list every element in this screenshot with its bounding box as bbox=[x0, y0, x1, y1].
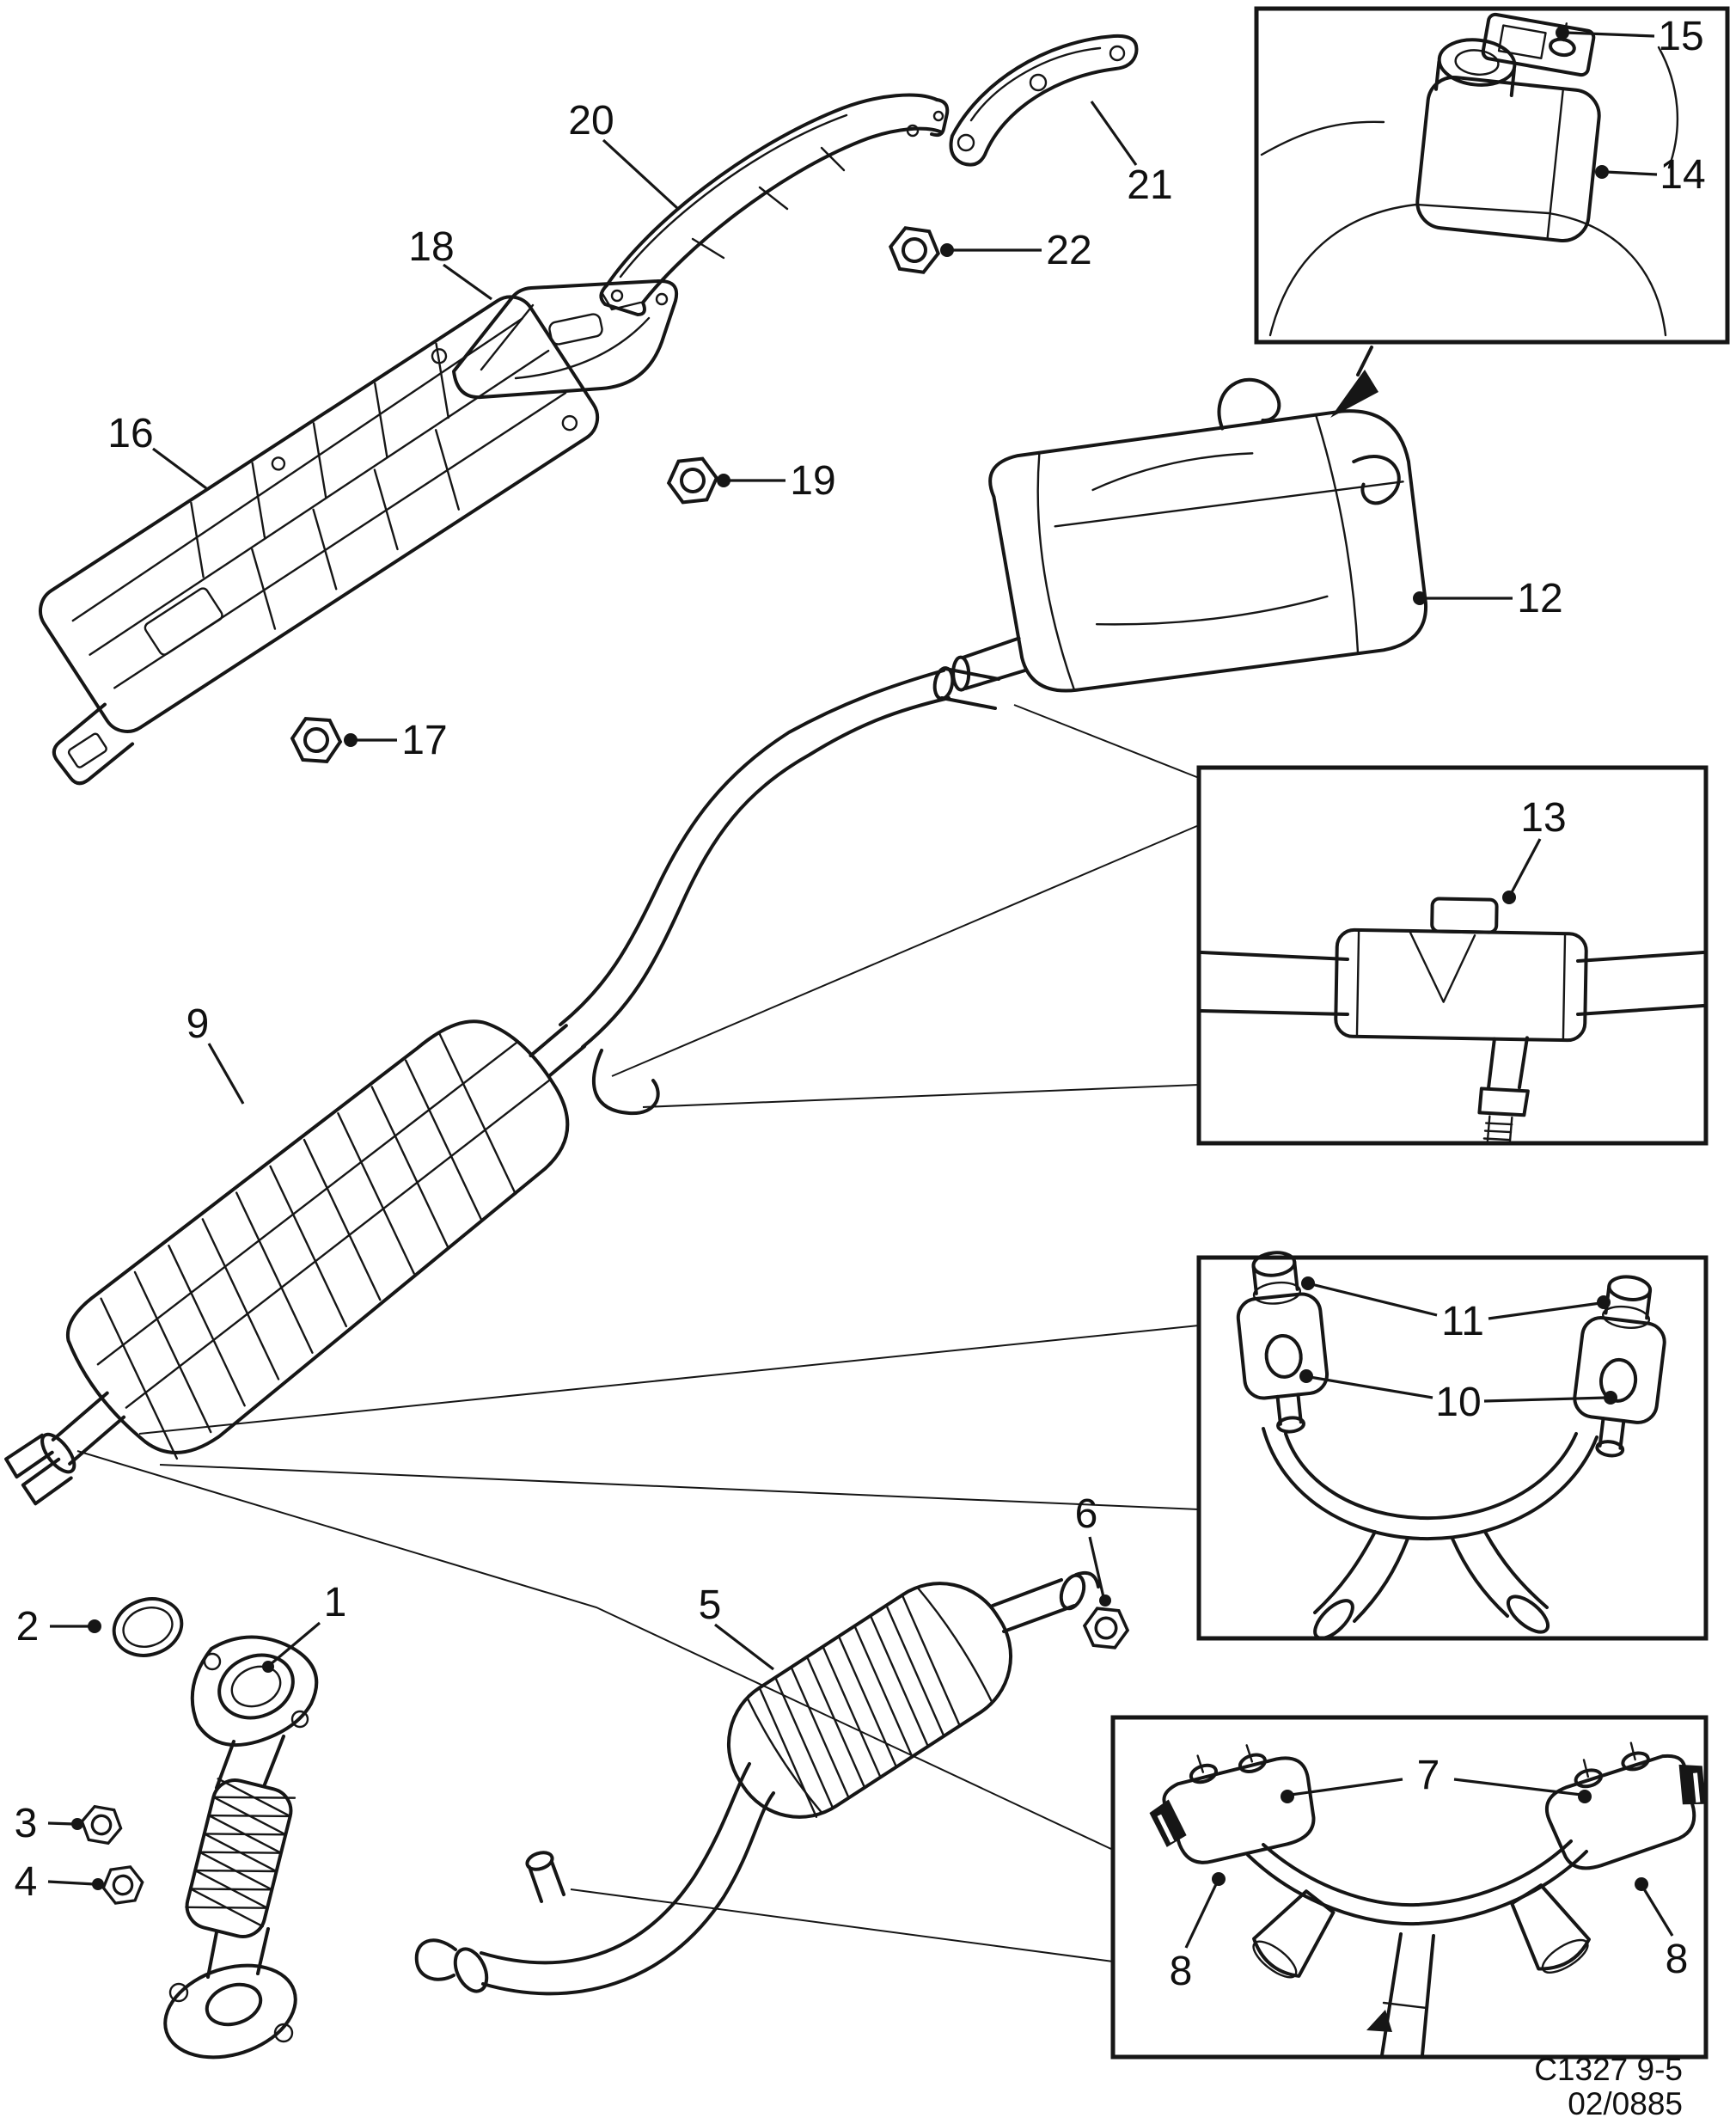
part-13-clamp bbox=[1334, 897, 1588, 1145]
callout-13-label: 13 bbox=[1520, 795, 1566, 841]
part-3-nut bbox=[77, 1803, 125, 1847]
pipe-hanger-hook bbox=[592, 1049, 660, 1116]
callout-labels: 20 21 22 18 16 19 17 15 14 12 13 9 11 10… bbox=[15, 14, 1706, 1994]
callout-8-right-label: 8 bbox=[1666, 1937, 1689, 1982]
callout-1-label: 1 bbox=[324, 1580, 347, 1625]
inset-arrow bbox=[1330, 346, 1378, 418]
part-5-catalytic-converter bbox=[414, 1570, 1100, 1996]
part-6-nut bbox=[1080, 1606, 1132, 1650]
pipe-end-hook bbox=[414, 1938, 457, 1981]
part-1-front-pipe bbox=[163, 1635, 319, 2060]
inset-hangers-detail bbox=[1196, 1246, 1708, 1641]
drawing-code: C1327 9-5 bbox=[1534, 2052, 1683, 2087]
callout-8-left-label: 8 bbox=[1170, 1949, 1193, 1994]
part-14-rubber-hanger bbox=[1415, 38, 1601, 242]
exhaust-tip-right bbox=[1510, 1883, 1591, 1974]
callout-16-label: 16 bbox=[107, 411, 153, 456]
callout-17-label: 17 bbox=[401, 718, 447, 763]
callout-9-label: 9 bbox=[186, 1001, 210, 1047]
callout-10-label: 10 bbox=[1435, 1380, 1481, 1425]
callout-2-label: 2 bbox=[16, 1604, 40, 1650]
flex-braid-section bbox=[185, 1778, 296, 1938]
callout-20-label: 20 bbox=[568, 98, 614, 144]
callout-21-label: 21 bbox=[1127, 162, 1172, 208]
callout-3-label: 3 bbox=[15, 1801, 38, 1846]
part-20-heat-shield bbox=[599, 93, 950, 316]
callout-15-label: 15 bbox=[1658, 14, 1703, 59]
callout-22-label: 22 bbox=[1046, 228, 1091, 273]
callout-5-label: 5 bbox=[699, 1582, 722, 1628]
callout-12-label: 12 bbox=[1517, 576, 1562, 621]
callout-7-label: 7 bbox=[1417, 1753, 1440, 1798]
callout-6-label: 6 bbox=[1075, 1491, 1098, 1537]
part-9-middle-muffler bbox=[4, 1019, 587, 1506]
callout-leaders bbox=[47, 26, 1674, 1949]
part-19-nut bbox=[664, 456, 721, 505]
footer: C1327 9-5 02/0885 bbox=[1534, 2052, 1683, 2121]
part-2-gasket bbox=[112, 1597, 184, 1657]
hanger-pin bbox=[525, 1851, 565, 1903]
inset-rear-hanger-detail bbox=[1254, 6, 1730, 418]
inset-front-hangers-detail bbox=[1110, 1715, 1720, 2060]
exhaust-tip-left bbox=[1252, 1889, 1336, 1979]
part-16-heat-shield bbox=[38, 295, 600, 786]
part-21-strap-bracket bbox=[949, 34, 1139, 167]
part-17-nut bbox=[289, 716, 344, 764]
revision-code: 02/0885 bbox=[1568, 2086, 1683, 2121]
pipe-sleeve-joint bbox=[932, 666, 1000, 710]
callout-18-label: 18 bbox=[408, 224, 454, 270]
callout-19-label: 19 bbox=[790, 458, 835, 504]
inset-pointer-lines bbox=[76, 704, 1200, 1962]
callout-14-label: 14 bbox=[1660, 152, 1705, 198]
part-18-heat-shield bbox=[452, 279, 678, 400]
intermediate-pipe bbox=[559, 669, 951, 1116]
part-12-rear-muffler bbox=[951, 377, 1427, 693]
inset-clamp-detail bbox=[1196, 765, 1708, 1146]
callout-4-label: 4 bbox=[15, 1859, 38, 1905]
part-4-nut bbox=[99, 1864, 147, 1907]
callout-11-label: 11 bbox=[1441, 1299, 1484, 1344]
part-22-nut bbox=[885, 224, 944, 276]
